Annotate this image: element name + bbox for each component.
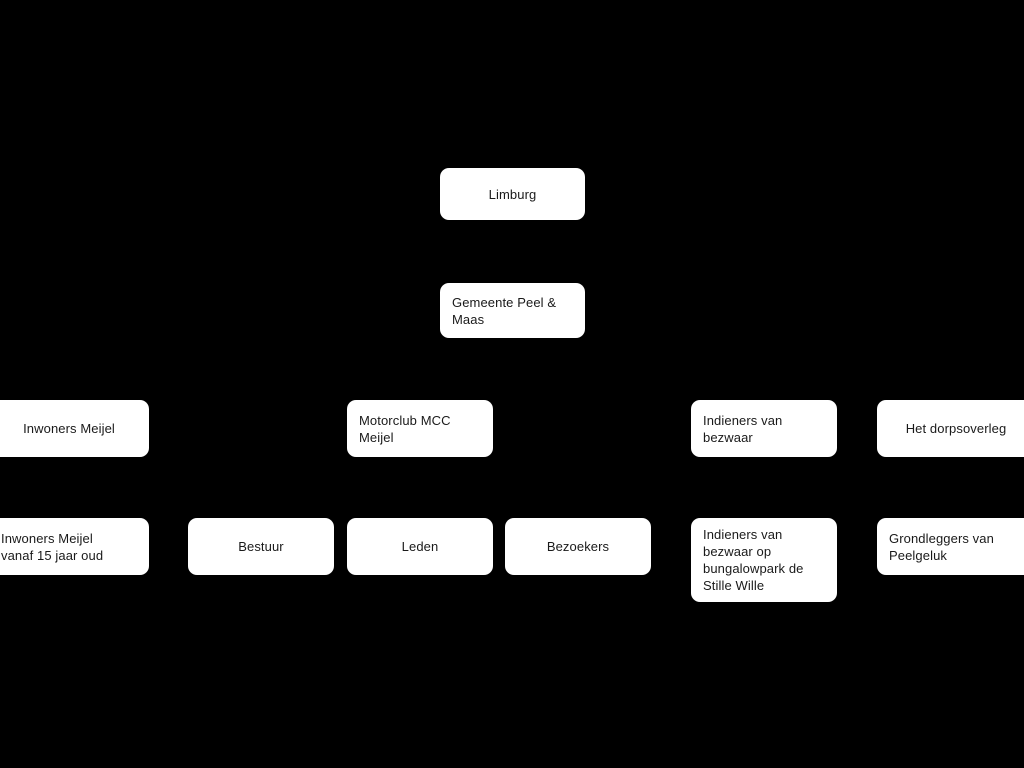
node-label: Gemeente Peel & Maas: [452, 294, 557, 327]
node-label: Limburg: [488, 186, 537, 202]
node-label: Leden: [401, 539, 439, 554]
node-bestuur[interactable]: Bestuur: [188, 518, 334, 575]
node-indieners-van-bezwaar[interactable]: Indieners van bezwaar: [691, 400, 837, 457]
node-label: Inwoners Meijel: [23, 421, 115, 436]
node-grondleggers-van-peelgeluk[interactable]: Grondleggers van Peelgeluk: [877, 518, 1024, 575]
node-limburg[interactable]: Limburg: [440, 168, 585, 220]
node-bezoekers[interactable]: Bezoekers: [505, 518, 651, 575]
node-label: Indieners van bezwaar: [703, 412, 783, 445]
node-label: Indieners van bezwaar op bungalowpark de…: [703, 527, 804, 593]
node-inwoners-meijel[interactable]: Inwoners Meijel: [0, 400, 149, 457]
node-label: Het dorpsoverleg: [905, 421, 1007, 436]
node-het-dorpsoverleg[interactable]: Het dorpsoverleg: [877, 400, 1024, 457]
node-gemeente-peel-maas[interactable]: Gemeente Peel & Maas: [440, 283, 585, 338]
node-leden[interactable]: Leden: [347, 518, 493, 575]
node-label: Motorclub MCC Meijel: [359, 412, 451, 445]
node-inwoners-meijel-vanaf-15[interactable]: Inwoners Meijel vanaf 15 jaar oud: [0, 518, 149, 575]
node-label: Bezoekers: [546, 539, 610, 554]
node-label: Inwoners Meijel vanaf 15 jaar oud: [1, 530, 104, 563]
node-motorclub-mcc-meijel[interactable]: Motorclub MCC Meijel: [347, 400, 493, 457]
node-indieners-bezwaar-bungalowpark[interactable]: Indieners van bezwaar op bungalowpark de…: [691, 518, 837, 602]
node-label: Bestuur: [238, 539, 284, 554]
node-label: Grondleggers van Peelgeluk: [889, 530, 994, 563]
